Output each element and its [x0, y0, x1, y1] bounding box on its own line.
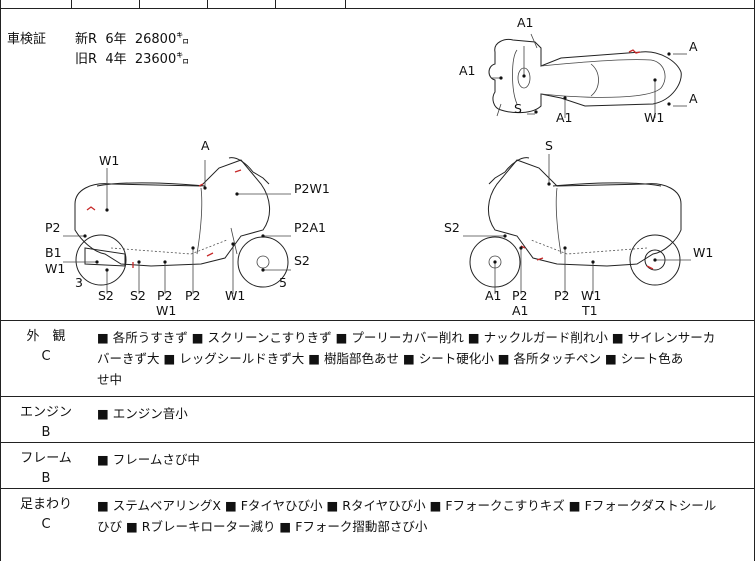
label-left-p2w1: P2W1 — [294, 181, 330, 196]
label-top-a1: A1 — [517, 15, 534, 30]
section-category: 足まわり C — [1, 495, 91, 535]
section-grade: C — [41, 349, 51, 364]
label-left-5: 5 — [279, 275, 287, 290]
label-right-w1: W1 — [693, 245, 714, 260]
section-notes: ■ 各所うすきず ■ スクリーンこすりきず ■ プーリーカバー削れ ■ ナックル… — [97, 330, 716, 387]
label-right-t1: T1 — [582, 303, 598, 318]
section-grade: B — [41, 471, 51, 486]
scooter-diagrams — [63, 33, 691, 294]
label-right-p2-a: P2 — [512, 288, 528, 303]
label-right-p2-b: P2 — [554, 288, 570, 303]
label-left-a: A — [201, 138, 210, 153]
registration-label: 車検証 — [7, 32, 47, 47]
registration-new: 新R 6年 26800㌔ — [75, 32, 190, 47]
label-left-s2-a: S2 — [98, 288, 114, 303]
label-left-w1: W1 — [45, 261, 66, 276]
label-top-a-lower: A — [689, 91, 698, 106]
label-right-s: S — [545, 138, 553, 153]
scooter-right-view — [463, 154, 691, 294]
label-left-p2-b: P2 — [185, 288, 201, 303]
label-left-w1-top: W1 — [99, 153, 120, 168]
label-top-a1-bottom: A1 — [556, 110, 573, 125]
label-top-a1-left: A1 — [459, 63, 476, 78]
section-engine: エンジン B ■ エンジン音小 — [1, 397, 755, 443]
section-suspension: 足まわり C ■ ステムベアリングX ■ Fタイヤひび小 ■ Rタイヤひび小 ■… — [1, 489, 755, 561]
label-left-s2-b: S2 — [130, 288, 146, 303]
label-left-p2a1: P2A1 — [294, 220, 326, 235]
label-left-w1-bottom: W1 — [225, 288, 246, 303]
section-exterior: 外 観 C ■ 各所うすきず ■ スクリーンこすりきず ■ プーリーカバー削れ … — [1, 321, 755, 397]
section-notes: ■ エンジン音小 — [97, 406, 188, 421]
section-notes: ■ フレームさび中 — [97, 452, 200, 467]
section-grade: B — [41, 425, 51, 440]
label-right-w1-b: W1 — [581, 288, 602, 303]
section-category: 外 観 C — [1, 327, 91, 367]
section-category: エンジン B — [1, 403, 91, 443]
section-grade: C — [41, 517, 51, 532]
label-left-p2: P2 — [45, 220, 61, 235]
label-left-w1-under: W1 — [156, 303, 177, 318]
section-frame: フレーム B ■ フレームさび中 — [1, 443, 755, 489]
section-category: フレーム B — [1, 449, 91, 489]
label-top-a-upper: A — [689, 39, 698, 54]
label-right-a1: A1 — [485, 288, 502, 303]
label-top-s: S — [514, 101, 522, 116]
label-top-w1: W1 — [644, 110, 665, 125]
top-table-edge — [1, 0, 755, 9]
label-left-p2-a: P2 — [157, 288, 173, 303]
label-left-3: 3 — [75, 275, 83, 290]
label-left-s2-right: S2 — [294, 253, 310, 268]
registration-old: 旧R 4年 23600㌔ — [75, 52, 190, 67]
scooter-top-view — [488, 33, 687, 118]
scooter-left-view — [63, 157, 291, 294]
label-left-b1: B1 — [45, 245, 62, 260]
damage-diagram-panel: 車検証 新R 6年 26800㌔ 旧R 4年 23600㌔ — [1, 8, 755, 321]
label-right-a1-under: A1 — [512, 303, 529, 318]
section-notes: ■ ステムベアリングX ■ Fタイヤひび小 ■ Rタイヤひび小 ■ Fフォークこ… — [97, 498, 717, 534]
label-right-s2: S2 — [444, 220, 460, 235]
